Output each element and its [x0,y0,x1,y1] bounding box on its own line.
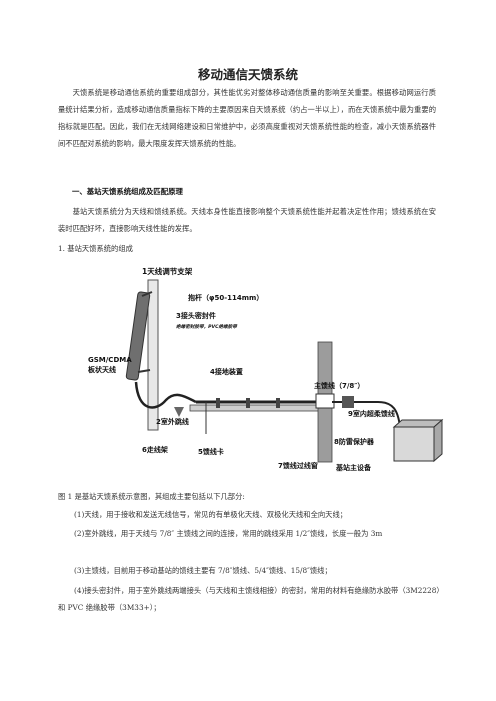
section-paragraph: 基站天馈系统分为天线和馈线系统。天线本身性能直接影响整个天馈系统性能并起着决定性… [58,207,436,233]
figure-caption: 图 1 是基站天馈系统示意图，其组成主要包括以下几部分: [58,492,245,501]
label-arrester: 8防雷保护器 [334,437,375,446]
jumper-cable [134,381,197,409]
label-antenna-2: 板状天线 [88,365,116,374]
cable-rack-shape [189,404,321,412]
bts-side [433,418,443,463]
subsection-heading: 1. 基站天馈系统的组成 [58,244,133,253]
label-seal: 3接头密封件 [176,311,216,320]
doc-title: 移动通信天馈系统 [197,67,298,82]
list-item: (2)室外跳线，用于天线与 7/8″ 主馈线之间的连接，常用的跳线采用 1/2″… [74,529,383,538]
list-item: (1)天线，用于接收和发送无线信号，常见的有单极化天线、双极化天线和全向天线； [74,510,348,519]
bracket-top [141,291,153,297]
label-antenna: GSM/CDMA [88,356,132,364]
label-seal-note: 绝缘密封胶带，PVC绝缘胶带 [176,323,238,330]
label-support: 1天线调节支架 [142,266,193,276]
label-clamp: 5馈线卡 [198,447,224,456]
bracket-bottom [137,369,151,373]
label-rack: 6走线架 [142,445,168,454]
label-indoor-jumper: 9室内超柔馈线 [348,409,395,418]
feeder-clamp-1 [216,398,220,408]
pole-shape [147,279,159,431]
feeder-clamp-2 [246,398,250,408]
label-feeder: 主馈线（7/8″） [314,381,364,390]
section-heading: 一、基站天馈系统组成及匹配原理 [72,187,183,196]
bts-shape [393,426,435,462]
arrow-icon [174,407,184,417]
antenna-feeder-diagram: 1天线调节支架 抱杆（φ50-114mm） 3接头密封件 绝缘密封胶带，PVC绝… [88,266,444,472]
list-item: (4)接头密封件，用于室外跳线两端接头（与天线和主馈线相接）的密封，常用的材料有… [58,586,440,612]
label-bts: 基站主设备 [335,463,372,472]
label-grounding: 4接地装置 [210,367,243,376]
panel-antenna-shape [125,291,151,381]
arrester-shape [342,396,354,408]
feeder-window-shape [315,393,335,409]
list-item: (3)主馈线，目前用于移动基站的馈线主要有 7/8″馈线、5/4″馈线、15/8… [74,566,332,575]
label-window: 7馈线过线窗 [278,461,318,470]
label-pole: 抱杆（φ50-114mm） [188,293,263,302]
label-jumper: 2室外跳线 [156,417,189,426]
feeder-clamp-3 [276,398,280,408]
intro-paragraph: 天馈系统是移动通信系统的重要组成部分，其性能优劣对整体移动通信质量的影响至关重要… [58,88,436,148]
